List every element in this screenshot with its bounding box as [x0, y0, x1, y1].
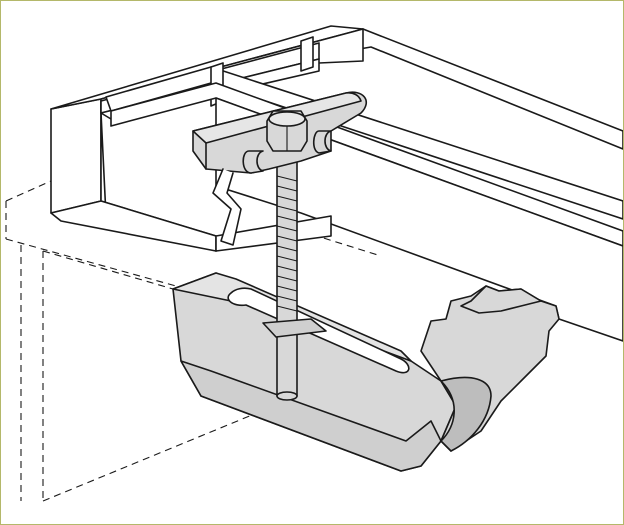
end-plate-front	[50, 98, 102, 214]
hidden-beam-top-left-edge	[5, 180, 52, 202]
grating-structure	[50, 25, 623, 342]
support-beam-flange	[172, 272, 560, 472]
clamp-tab	[212, 168, 242, 246]
bolt-shank	[276, 150, 298, 397]
bolt-threads	[276, 175, 298, 312]
threaded-bolt	[262, 150, 327, 401]
bolt-end	[276, 391, 298, 401]
hidden-beam-top-edge	[5, 238, 177, 287]
hidden-beam-inner-top-edge	[42, 250, 174, 290]
hex-nut	[266, 110, 308, 152]
bolt-clip-plate	[262, 318, 327, 338]
beam-web-top	[460, 285, 542, 314]
hidden-beam-bottom-edge	[42, 400, 287, 502]
beam-web-curved-section	[440, 376, 492, 452]
lower-end-bar	[50, 200, 217, 252]
cross-bar-divider-2	[300, 36, 314, 72]
clamp-hook-left	[242, 150, 264, 174]
nut-top	[268, 111, 306, 127]
bearing-bar-front-top	[110, 82, 623, 247]
clamp-hook-right	[312, 130, 332, 154]
